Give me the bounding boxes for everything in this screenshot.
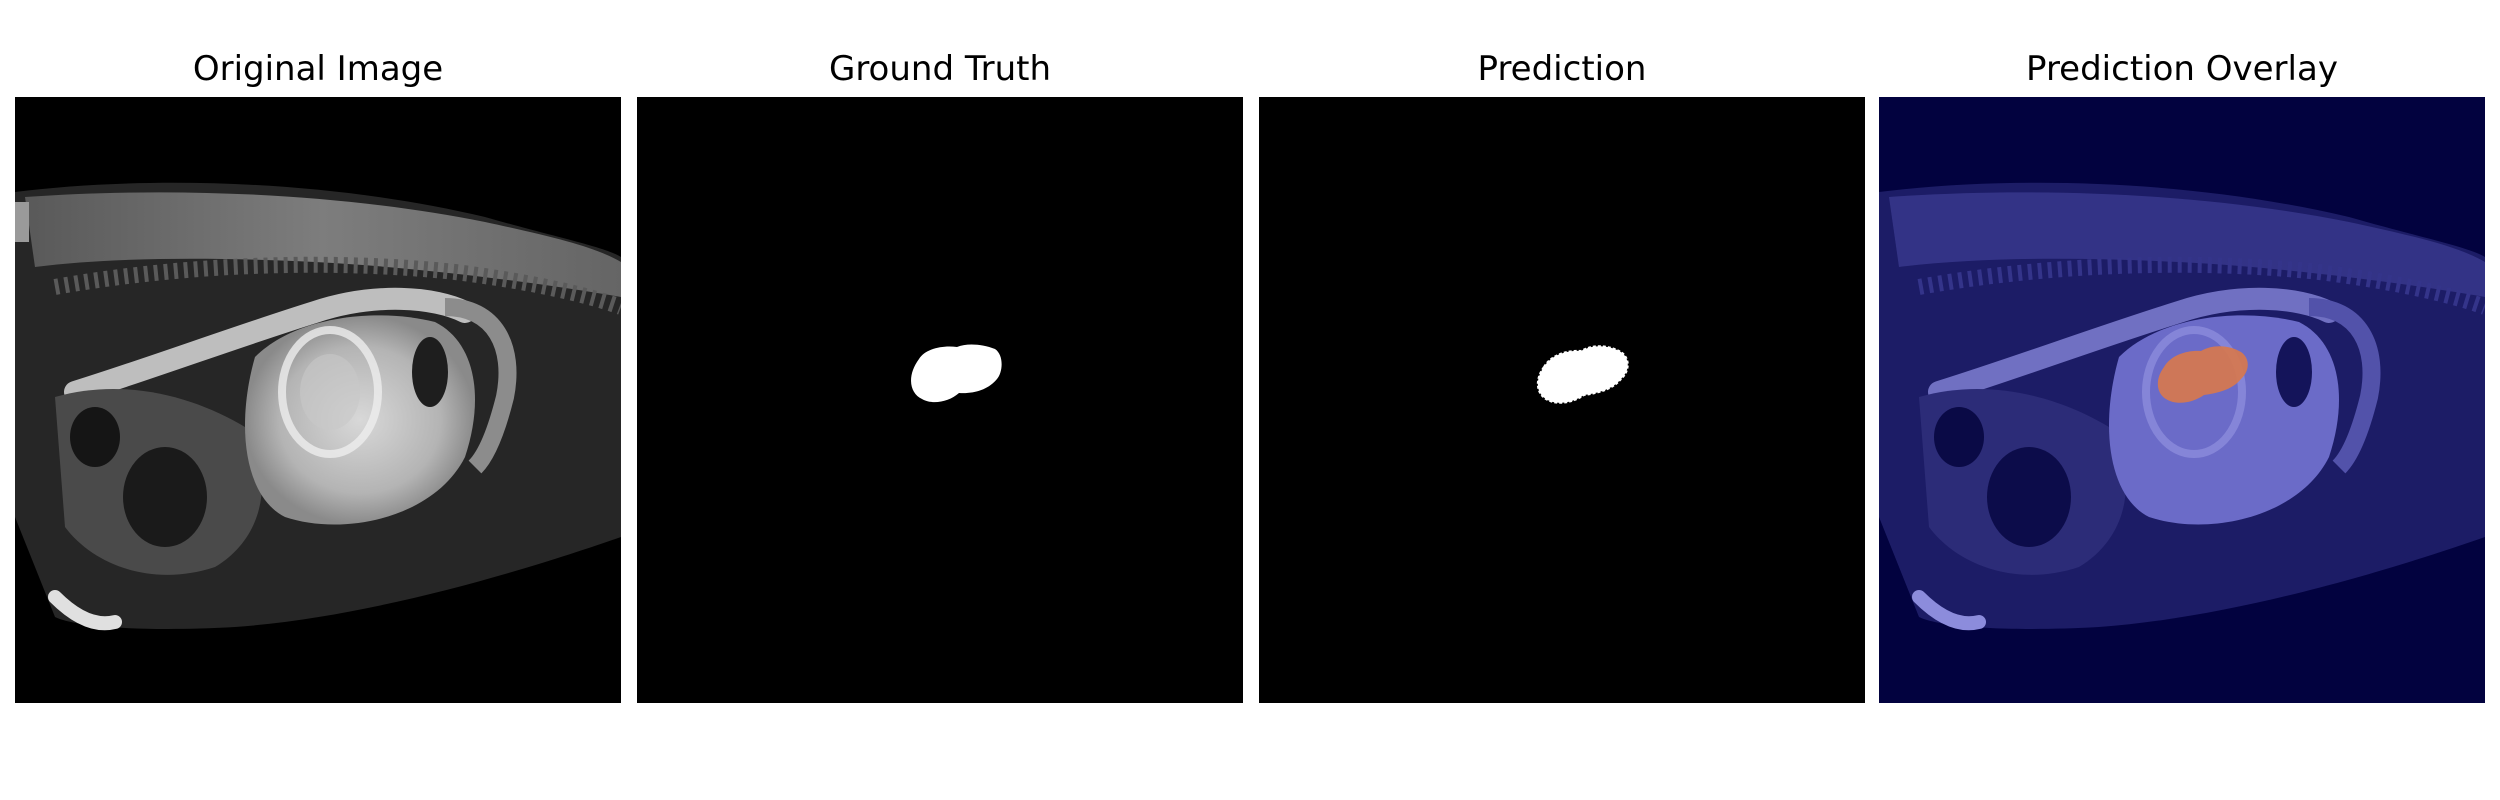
prediction-panel	[1259, 97, 1865, 703]
panel-title-overlay: Prediction Overlay	[2026, 49, 2338, 89]
mri-image	[15, 97, 621, 703]
panel-title-ground-truth: Ground Truth	[828, 49, 1052, 89]
overlay-image	[1879, 97, 2485, 703]
ground-truth-mask	[637, 97, 1243, 703]
panel-title-original: Original Image	[192, 49, 444, 89]
ground-truth-region	[911, 344, 1002, 403]
prediction-mask	[1259, 97, 1865, 703]
panel-title-prediction: Prediction	[1477, 49, 1647, 89]
ground-truth-panel	[637, 97, 1243, 703]
prediction-region	[1536, 345, 1629, 404]
prediction-overlay-panel	[1879, 97, 2485, 703]
prediction-overlay-region	[2157, 346, 2248, 403]
original-image-panel	[15, 97, 621, 703]
